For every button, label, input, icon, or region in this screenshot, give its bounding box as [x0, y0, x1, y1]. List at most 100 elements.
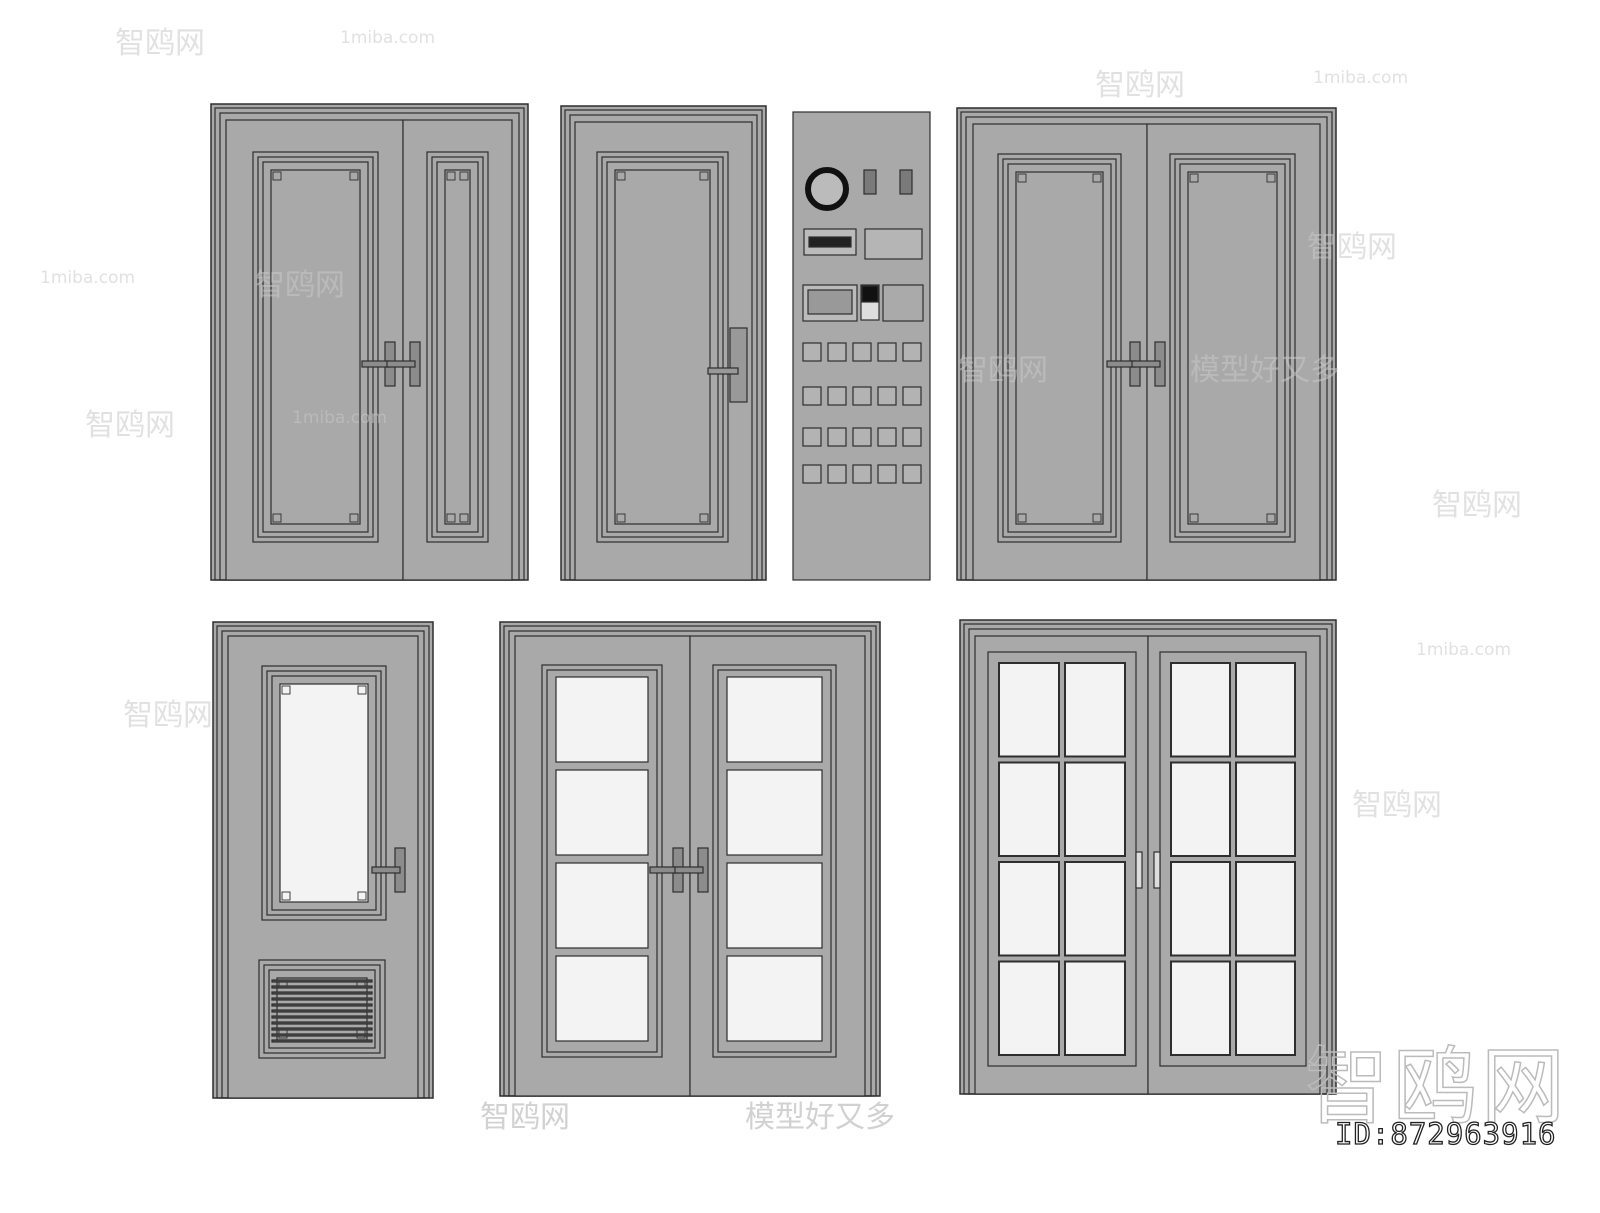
wall-switch-socket-icon: [902, 427, 922, 447]
watermark-brand: 智鸥网: [115, 26, 205, 61]
watermark-site: 1miba.com: [292, 408, 388, 428]
watermark-brand: 智鸥网: [1307, 230, 1397, 265]
wall-switch-socket-icon: [877, 342, 897, 362]
wall-switch-socket-icon: [902, 464, 922, 484]
glass-pane: [1170, 662, 1231, 758]
fret-corner-ornament: [1189, 513, 1199, 523]
security-camera-icon: [899, 169, 913, 195]
glass-pane: [726, 676, 823, 763]
watermark-site: 1miba.com: [340, 28, 436, 48]
door-leaf: [972, 123, 1148, 581]
door-panel-moulding: [596, 151, 729, 543]
lever-handle-icon: [707, 367, 739, 375]
door-panel-moulding: [546, 669, 658, 1053]
wall-switch-socket-icon: [852, 386, 872, 406]
lever-handle-icon: [649, 866, 679, 874]
lever-handle-icon: [1106, 360, 1136, 368]
fret-corner-ornament: [272, 171, 282, 181]
door-panel-moulding: [263, 964, 381, 1054]
door-panel: [1015, 171, 1104, 525]
glass-pane: [1064, 861, 1126, 957]
fret-corner-ornament: [281, 891, 291, 901]
fret-corner-ornament: [357, 891, 367, 901]
fret-corner-ornament: [349, 171, 359, 181]
fret-corner-ornament: [357, 685, 367, 695]
door-panel-moulding: [271, 675, 377, 911]
watermark-brand: 智鸥网: [1352, 788, 1442, 823]
glass-pane: [1235, 960, 1296, 1056]
fret-corner-ornament: [349, 513, 359, 523]
watermark-site: 1miba.com: [40, 268, 136, 288]
glass-pane: [998, 960, 1060, 1056]
vent-louver: [271, 985, 373, 989]
intercom-handset-icon: [882, 284, 924, 322]
pull-handle-icon: [1135, 851, 1143, 889]
glass-pane: [998, 761, 1060, 857]
door-leaf: [402, 119, 513, 581]
door-panel-moulding: [258, 959, 386, 1059]
wall-switch-socket-icon: [877, 386, 897, 406]
door-panel: [279, 683, 369, 903]
door-panel: [270, 169, 361, 525]
door-panel: [444, 169, 471, 525]
fret-corner-ornament: [1189, 173, 1199, 183]
wall-switch-socket-icon: [802, 427, 822, 447]
wall-switch-socket-icon: [827, 342, 847, 362]
glass-pane: [1235, 662, 1296, 758]
fret-corner-ornament: [1092, 513, 1102, 523]
glass-pane: [1064, 960, 1126, 1056]
smart-lock-icon: [729, 327, 748, 403]
door-panel-moulding: [431, 156, 484, 538]
door-panel-moulding: [261, 665, 387, 921]
vent-louver: [271, 1009, 373, 1013]
glass-pane: [1170, 960, 1231, 1056]
door-panel-moulding: [541, 664, 663, 1058]
wall-switch-socket-icon: [827, 427, 847, 447]
wall-switch-socket-icon: [802, 342, 822, 362]
door-panel-moulding: [1174, 158, 1291, 538]
pull-handle-icon: [1153, 851, 1161, 889]
wall-switch-socket-icon: [802, 386, 822, 406]
door-panel: [614, 169, 711, 525]
glass-pane: [998, 861, 1060, 957]
video-intercom-screen-icon: [807, 289, 853, 315]
door-panel-moulding: [262, 161, 369, 533]
glass-pane: [1064, 761, 1126, 857]
keypad-icon: [808, 236, 852, 248]
fret-corner-ornament: [272, 513, 282, 523]
fret-corner-ornament: [616, 513, 626, 523]
lever-handle-icon: [361, 360, 391, 368]
vent-louver: [271, 1033, 373, 1037]
watermark-brand: 智鸥网: [480, 1100, 570, 1135]
door-panel-moulding: [268, 969, 376, 1049]
door-panel-moulding: [1002, 158, 1117, 538]
glass-pane: [555, 862, 649, 949]
watermark-brand: 智鸥网: [958, 353, 1048, 388]
vent-louver: [271, 1003, 373, 1007]
fret-corner-ornament: [446, 513, 456, 523]
watermark-logo: 智鸥网: [1304, 1037, 1570, 1137]
door-panel-moulding: [1179, 163, 1286, 533]
door-panel-moulding: [601, 156, 724, 538]
door-panel-moulding: [997, 153, 1122, 543]
vent-louver: [271, 1039, 373, 1043]
fret-corner-ornament: [1266, 173, 1276, 183]
door-panel-moulding: [436, 161, 479, 533]
door-leaf: [1146, 123, 1321, 581]
watermark-brand: 智鸥网: [255, 268, 345, 303]
glass-pane: [555, 676, 649, 763]
door-panel-moulding: [717, 669, 832, 1053]
watermark-brand: 智鸥网: [1095, 68, 1185, 103]
glass-pane: [555, 955, 649, 1042]
fret-corner-ornament: [1092, 173, 1102, 183]
wall-switch-socket-icon: [852, 464, 872, 484]
door-panel-moulding: [712, 664, 837, 1058]
watermark-brand: 智鸥网: [123, 698, 213, 733]
glass-pane: [555, 769, 649, 856]
fret-corner-ornament: [699, 513, 709, 523]
vent-louver: [271, 1015, 373, 1019]
lever-handle-icon: [1131, 360, 1161, 368]
door-panel-moulding: [266, 670, 382, 916]
wall-switch-socket-icon: [802, 464, 822, 484]
watermark-site: 1miba.com: [1313, 68, 1409, 88]
